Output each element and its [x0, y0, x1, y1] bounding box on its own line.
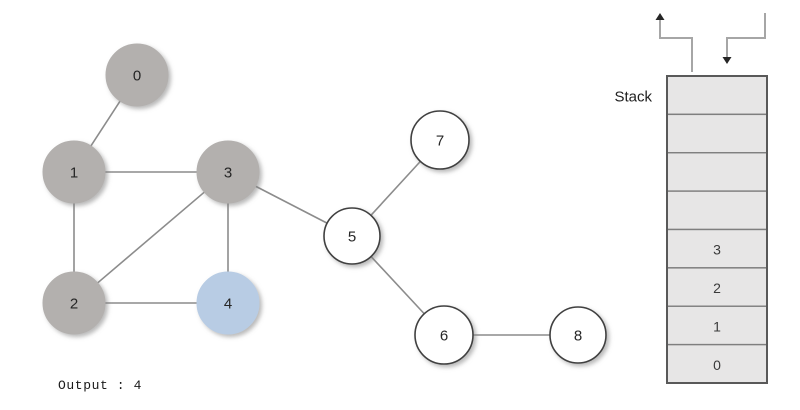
pop-arrow [659, 17, 693, 72]
stack-cell-value: 2 [713, 280, 721, 296]
graph-node-circle [42, 271, 106, 335]
graph-edge-3-5 [254, 185, 329, 225]
graph-node-circle [410, 110, 470, 170]
stack-cell[interactable] [666, 190, 768, 231]
stack-cell[interactable] [666, 152, 768, 192]
graph-edge-0-1 [89, 99, 122, 148]
graph-node-5[interactable]: 5 [323, 207, 381, 265]
graph-node-circle [414, 305, 474, 365]
graph-nodes: 0 1 2 3 4 56 7 8 [42, 43, 607, 365]
graph-node-3[interactable]: 3 [196, 140, 260, 204]
graph-edge-5-6 [369, 255, 426, 316]
graph-node-circle [549, 306, 607, 364]
graph-node-6[interactable]: 6 [414, 305, 474, 365]
stack-title-label: Stack [614, 89, 652, 106]
stack-cell[interactable] [666, 113, 768, 154]
graph-node-4[interactable]: 4 [196, 271, 260, 335]
graph-node-circle [105, 43, 169, 107]
graph-node-7[interactable]: 7 [410, 110, 470, 170]
pop-arrow-head [655, 13, 665, 20]
stack-arrows [655, 13, 766, 72]
graph-node-2[interactable]: 2 [42, 271, 106, 335]
graph-edges [73, 99, 551, 336]
stack-cell-value: 3 [713, 242, 721, 258]
stack-outline [666, 75, 768, 384]
graph-edge-5-7 [369, 160, 422, 217]
push-arrow-head [722, 57, 732, 64]
stack-cell-value: 1 [713, 318, 721, 334]
graph-node-circle [42, 140, 106, 204]
graph-node-circle [323, 207, 381, 265]
graph-node-1[interactable]: 1 [42, 140, 106, 204]
stack-cell-value: 0 [713, 357, 721, 373]
stack-visualization: Stack 3 2 1 0 [614, 13, 768, 384]
graph-node-circle [196, 271, 260, 335]
graph-edge-2-3 [96, 190, 206, 285]
stack-cells: 3 2 1 0 [666, 75, 768, 384]
stack-cell[interactable] [666, 75, 768, 116]
graph-node-8[interactable]: 8 [549, 306, 607, 364]
output-text: Output : 4 [58, 378, 143, 393]
graph-node-circle [196, 140, 260, 204]
graph-node-0[interactable]: 0 [105, 43, 169, 107]
push-arrow [726, 13, 766, 58]
